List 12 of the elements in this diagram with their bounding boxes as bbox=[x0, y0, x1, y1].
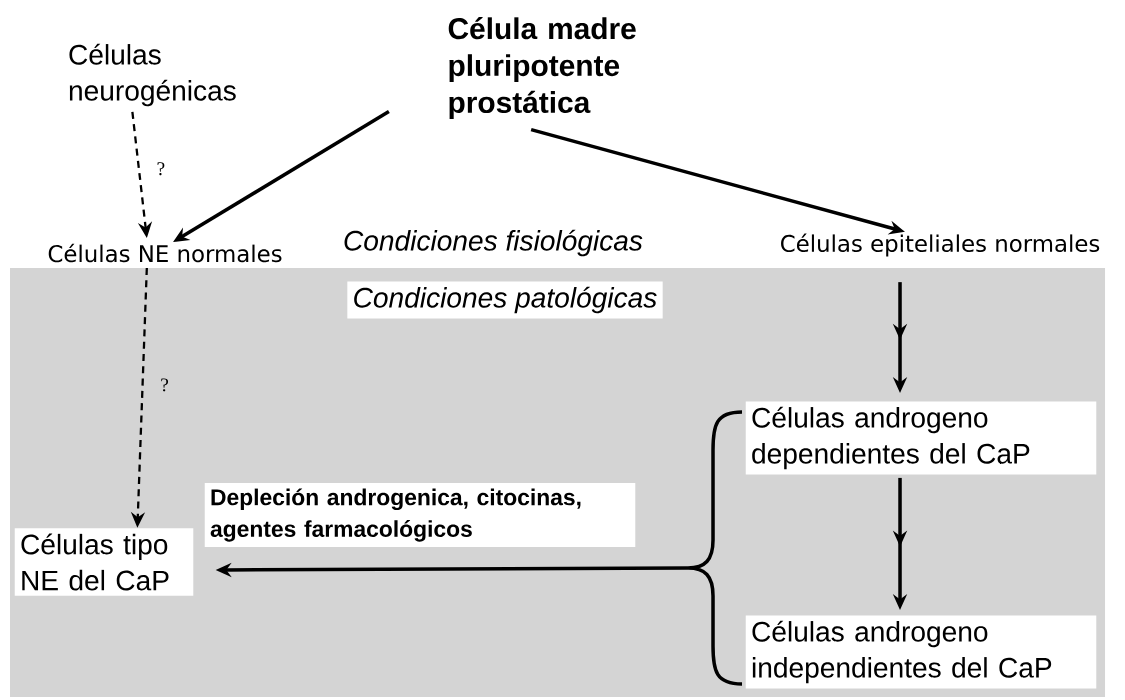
condition-label: Condiciones fisiológicas bbox=[337, 224, 649, 262]
condition-label: Condiciones patológicas bbox=[347, 281, 663, 319]
edge-label: ? bbox=[161, 378, 169, 392]
edge-label: Depleción androgenica, citocinas, agentes farmacológicos bbox=[204, 483, 636, 547]
cell-label: Células androgeno independientes del CaP bbox=[745, 615, 1097, 689]
edge-label: ? bbox=[157, 162, 165, 176]
cell-label: Células epiteliales normales bbox=[781, 233, 1100, 257]
cell-label: Células NE normales bbox=[48, 243, 282, 263]
cell-label: Célula madre pluripotente prostática bbox=[448, 17, 636, 119]
cell-label: Células neurogénicas bbox=[69, 43, 236, 107]
cell-label: Células androgeno dependientes del CaP bbox=[745, 401, 1097, 475]
cell-label: Células tipo NE del CaP bbox=[14, 528, 194, 596]
